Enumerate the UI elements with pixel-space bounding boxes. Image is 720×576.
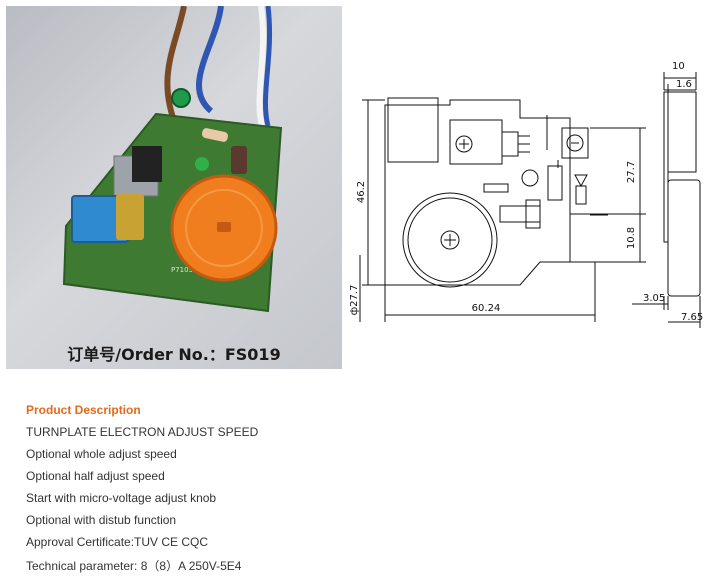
dim-side-width: 10 (672, 61, 685, 72)
side-view-top (667, 91, 697, 173)
blue-wire-2 (262, 6, 273, 127)
knob-slot (217, 222, 231, 232)
desc-line: Optional whole adjust speed (26, 447, 177, 461)
dimension-drawing: 10 1.6 46.2 27.7 10.8 60.24 ф27.7 3.05 7… (350, 61, 703, 328)
trimmer-outline (561, 127, 589, 159)
dim-side-small: 1.6 (676, 79, 692, 90)
pcb-marking: P71053 (171, 266, 198, 274)
desc-line: Approval Certificate:TUV CE CQC (26, 535, 209, 549)
side-view-knob (667, 179, 701, 297)
dim-right-upper: 27.7 (626, 161, 637, 183)
dim-side-bottom-2: 7.65 (681, 312, 703, 323)
order-number-caption: 订单号/Order No.：FS019 (67, 345, 281, 364)
desc-line: TURNPLATE ELECTRON ADJUST SPEED (26, 425, 259, 439)
led (195, 157, 209, 171)
product-photo: P71053 订单号/Order No.：FS019 (6, 6, 342, 369)
dim-right-lower: 10.8 (626, 227, 637, 249)
desc-line: Optional half adjust speed (26, 469, 165, 483)
desc-line: Start with micro-voltage adjust knob (26, 491, 217, 505)
resistor (201, 128, 229, 142)
white-wire (256, 6, 266, 127)
brown-wire (164, 6, 187, 128)
desc-line: Optional with distub function (26, 513, 177, 527)
pcb-illustration: P71053 (62, 6, 283, 313)
product-description-title: Product Description (26, 403, 141, 417)
dim-width: 60.24 (472, 303, 501, 314)
triac (132, 146, 162, 182)
yellow-capacitor (116, 194, 144, 240)
heatsink-screw (455, 135, 473, 153)
board-outline (384, 99, 571, 286)
blue-wire (196, 6, 224, 114)
capacitor (231, 146, 247, 174)
dim-knob-diameter: ф27.7 (350, 285, 360, 316)
transformer-block (387, 97, 439, 163)
dim-height: 46.2 (356, 181, 367, 203)
desc-line: Technical parameter: 8（8）A 250V-5E4 (26, 559, 242, 573)
trimmer-pot (171, 88, 191, 108)
heatsink-outline (449, 119, 503, 165)
knob-outline (402, 192, 498, 288)
dim-side-bottom-1: 3.05 (643, 293, 665, 304)
